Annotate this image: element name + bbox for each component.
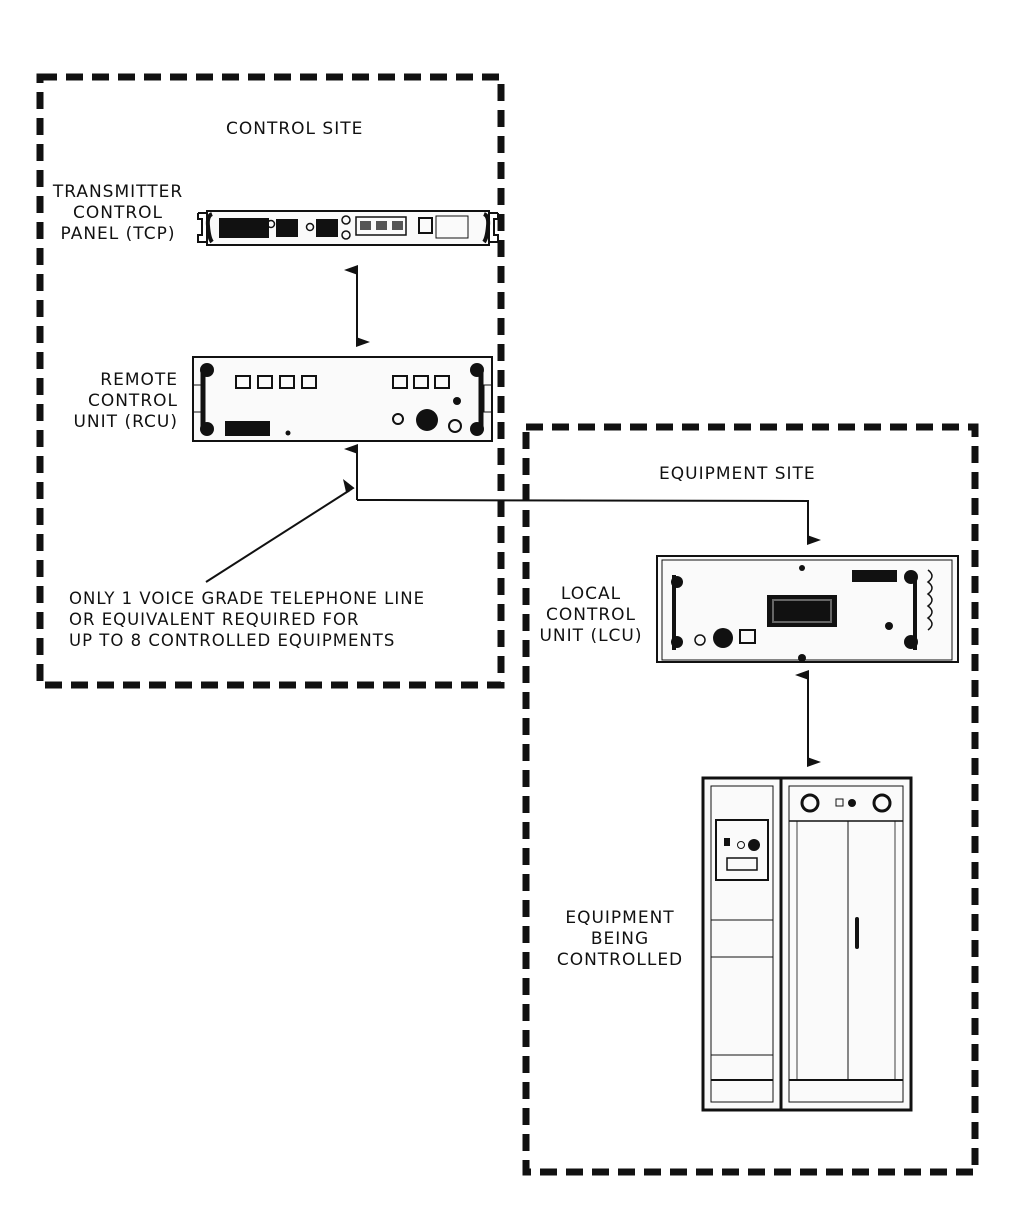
telephone-line-note: ONLY 1 VOICE GRADE TELEPHONE LINE OR EQU… <box>69 588 425 651</box>
note-line-2: OR EQUIVALENT REQUIRED FOR <box>69 610 360 629</box>
lcu-label-line-1: LOCAL <box>560 584 622 604</box>
equipment-label-line-2: BEING <box>590 929 650 949</box>
equipment-site-boundary <box>522 423 979 1176</box>
equipment-site-title: EQUIPMENT SITE <box>659 464 816 484</box>
lcu-label-line-3: UNIT (LCU) <box>539 626 643 646</box>
tcp-label-line-3: PANEL (TCP) <box>60 224 176 244</box>
rcu-panel <box>192 356 493 442</box>
equipment-label-line-1: EQUIPMENT <box>565 908 675 928</box>
tcp-label: TRANSMITTER CONTROL PANEL (TCP) <box>43 182 193 245</box>
tcp-right-handle-icon <box>482 212 491 244</box>
lcu-label-line-2: CONTROL <box>545 605 637 625</box>
control-site-title: CONTROL SITE <box>226 119 364 139</box>
tcp-left-handle-icon <box>205 212 214 244</box>
note-line-1: ONLY 1 VOICE GRADE TELEPHONE LINE <box>69 589 425 608</box>
equipment-cabinet <box>701 776 913 1112</box>
rcu-label-line-3: UNIT (RCU) <box>73 412 178 432</box>
equipment-label-line-3: CONTROLLED <box>556 950 684 970</box>
equipment-label: EQUIPMENT BEING CONTROLLED <box>545 908 695 971</box>
control-site-boundary <box>36 73 505 689</box>
rcu-label: REMOTE CONTROL UNIT (RCU) <box>60 370 178 433</box>
rcu-label-line-2: CONTROL <box>87 391 178 411</box>
note-line-3: UP TO 8 CONTROLLED EQUIPMENTS <box>69 631 396 650</box>
telephone-line <box>356 499 821 545</box>
tcp-label-line-2: CONTROL <box>72 203 164 223</box>
note-pointer-arrow <box>205 479 355 583</box>
lcu-panel <box>656 555 959 663</box>
rcu-label-line-1: REMOTE <box>100 370 178 390</box>
lcu-label: LOCAL CONTROL UNIT (LCU) <box>530 584 652 647</box>
tcp-panel <box>197 210 499 246</box>
tcp-label-line-1: TRANSMITTER <box>52 182 184 202</box>
